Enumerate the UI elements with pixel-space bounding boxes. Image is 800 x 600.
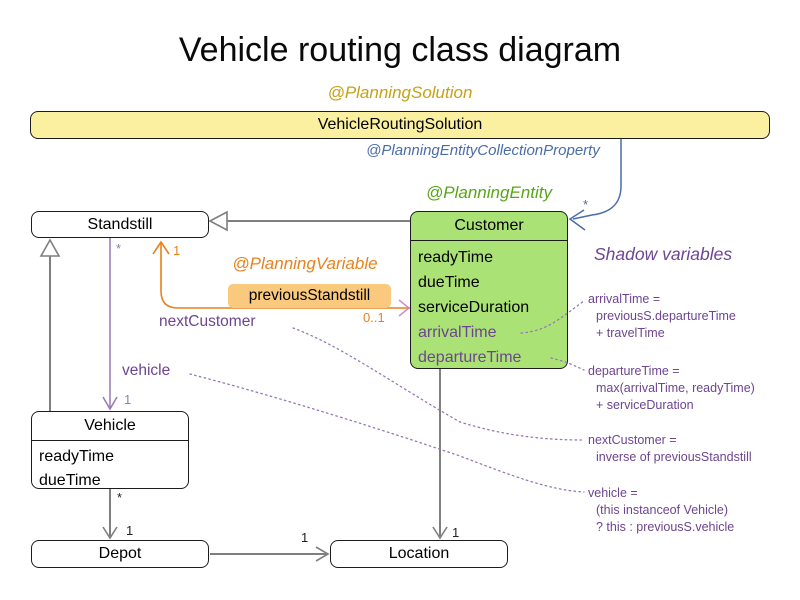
- class-box-vehicle: Vehicle readyTime dueTime: [31, 411, 189, 489]
- multiplicity-depot-one: 1: [126, 523, 134, 538]
- solution-customer-line: [572, 139, 622, 220]
- arrowhead-icon: [432, 526, 448, 540]
- note-line: previousS.departureTime: [596, 309, 736, 323]
- arrowhead-icon: [152, 240, 170, 255]
- planning-entity-annotation: @PlanningEntity: [426, 183, 552, 202]
- arrowhead-icon: [398, 299, 411, 317]
- note-line: vehicle =: [588, 486, 638, 500]
- note-vehicle: vehicle = (this instanceof Vehicle) ? th…: [588, 485, 734, 536]
- previous-standstill-chip: previousStandstill: [228, 284, 391, 308]
- multiplicity-previous-standstill-zero-one: 0..1: [363, 310, 385, 325]
- next-customer-leader-line: [292, 327, 585, 441]
- planning-variable-annotation: @PlanningVariable: [232, 254, 378, 273]
- multiplicity-vehicle-depot-star: *: [117, 490, 123, 505]
- field-due-time: dueTime: [39, 472, 101, 489]
- field-ready-time: readyTime: [39, 448, 114, 465]
- note-line: (this instanceof Vehicle): [596, 503, 729, 517]
- field-service-duration: serviceDuration: [418, 299, 530, 316]
- multiplicity-vehicle-one: 1: [124, 392, 132, 407]
- departure-time-leader-line: [550, 357, 585, 371]
- multiplicity-solution-customers-star: *: [583, 197, 589, 212]
- field-arrival-time: arrivalTime: [418, 324, 497, 341]
- class-title: Customer: [411, 212, 567, 241]
- arrowhead-icon: [568, 209, 586, 231]
- note-line: ? this : previousS.vehicle: [596, 520, 735, 534]
- shadow-variables-heading: Shadow variables: [594, 244, 733, 264]
- multiplicity-standstill-vehicle-star: *: [116, 241, 122, 256]
- field-ready-time: readyTime: [418, 249, 493, 266]
- class-box-depot: Depot: [31, 540, 209, 568]
- note-arrival-time: arrivalTime = previousS.departureTime + …: [588, 291, 736, 342]
- arrowhead-icon: [315, 546, 330, 562]
- note-line: arrivalTime =: [588, 292, 661, 306]
- class-box-location: Location: [330, 540, 508, 568]
- class-title: VehicleRoutingSolution: [317, 116, 483, 133]
- multiplicity-customer-location-one: 1: [452, 525, 460, 540]
- class-title: Vehicle: [32, 412, 188, 441]
- field-departure-time: departureTime: [418, 349, 522, 366]
- class-title: Location: [388, 545, 450, 562]
- vehicle-leader-line: [189, 373, 585, 493]
- class-box-vehicle-routing-solution: VehicleRoutingSolution: [30, 111, 770, 139]
- note-line: max(arrivalTime, readyTime): [596, 381, 755, 395]
- note-departure-time: departureTime = max(arrivalTime, readyTi…: [588, 363, 755, 414]
- planning-solution-annotation: @PlanningSolution: [327, 83, 473, 102]
- vehicle-relation-label: vehicle: [122, 362, 171, 379]
- arrival-time-leader-line: [520, 300, 585, 334]
- page-title: Vehicle routing class diagram: [178, 31, 622, 69]
- arrowhead-icon: [102, 396, 118, 411]
- note-next-customer: nextCustomer = inverse of previousStands…: [588, 432, 752, 466]
- note-line: + serviceDuration: [596, 398, 694, 412]
- note-line: inverse of previousStandstill: [596, 450, 752, 464]
- multiplicity-depot-location-one: 1: [301, 530, 309, 545]
- class-box-standstill: Standstill: [31, 211, 209, 238]
- inheritance-triangle-icon: [208, 210, 228, 232]
- inheritance-triangle-icon: [39, 238, 61, 257]
- class-title: Standstill: [87, 215, 153, 233]
- note-line: departureTime =: [588, 364, 680, 378]
- next-customer-label: nextCustomer: [159, 313, 256, 330]
- class-box-customer: Customer readyTime dueTime serviceDurati…: [410, 211, 568, 369]
- arrowhead-icon: [102, 526, 118, 540]
- planning-entity-collection-property-annotation: @PlanningEntityCollectionProperty: [366, 142, 600, 159]
- note-line: + travelTime: [596, 326, 665, 340]
- previous-standstill-line: [160, 243, 410, 309]
- multiplicity-previous-standstill-one: 1: [173, 243, 181, 258]
- note-line: nextCustomer =: [588, 433, 677, 447]
- class-title: Depot: [98, 545, 142, 562]
- field-due-time: dueTime: [418, 274, 480, 291]
